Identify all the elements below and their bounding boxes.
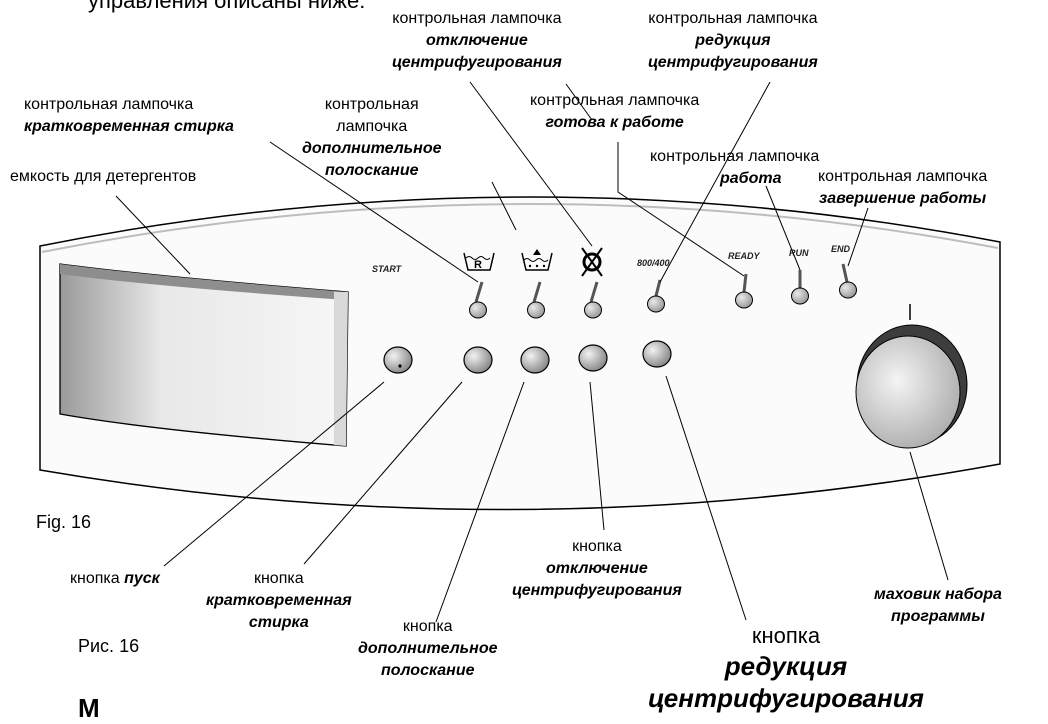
lamp-run: [791, 270, 809, 305]
start-panel-label: START: [372, 264, 403, 274]
speed-panel-label: 800/400: [637, 258, 670, 268]
spin-reduce-button[interactable]: [642, 340, 672, 368]
figure-caption-ru: Рис. 16: [78, 636, 140, 656]
top-text-fragment: управления описаны ниже:: [88, 0, 366, 13]
quick-wash-button[interactable]: [463, 346, 493, 374]
callout-extra-rinse-button: кнопка дополнительное полоскание: [358, 618, 498, 679]
callout-end-lamp: контрольная лампочка завершение работы: [818, 168, 988, 207]
callout-quick-wash-button: кнопка кратковременная стирка: [206, 570, 352, 631]
callout-no-spin-button: кнопка отключение центрифугирования: [512, 538, 682, 599]
figure-caption-en: Fig. 16: [36, 512, 92, 532]
program-selector-knob[interactable]: [855, 304, 968, 449]
lamp-ready: [735, 273, 753, 309]
callout-detergent-drawer: емкость для детергентов: [10, 168, 197, 185]
callout-spin-reduce-lamp: контрольная лампочка редукция центрифуги…: [648, 10, 818, 71]
run-panel-label: RUN: [789, 248, 809, 258]
callout-run-lamp-bold: работа: [720, 170, 782, 187]
callout-program-knob: маховик набора программы: [874, 586, 1002, 625]
callout-extra-rinse-lamp: контрольная лампочка дополнительное поло…: [302, 96, 442, 179]
lamp-spin-reduce: [647, 279, 665, 313]
lamp-extra-rinse: [527, 281, 545, 319]
lamp-end: [839, 263, 857, 299]
leader-lines: [115, 81, 949, 623]
panel-bevel: [41, 203, 999, 253]
callout-quick-wash-lamp: контрольная лампочка кратковременная сти…: [24, 96, 234, 135]
washing-machine-panel-diagram: START 800/400 READY RUN END R: [39, 81, 1001, 623]
extra-rinse-icon: [521, 249, 553, 271]
svg-text:R: R: [474, 259, 482, 271]
lamp-quick-wash: [469, 281, 487, 319]
callout-start-button: кнопка пуск: [70, 570, 160, 587]
end-panel-label: END: [831, 244, 851, 254]
callout-ready-lamp: контрольная лампочка готова к работе: [530, 92, 700, 131]
ready-panel-label: READY: [728, 251, 761, 261]
detergent-drawer: [59, 263, 349, 447]
callout-no-spin-lamp: контрольная лампочка отключение центрифу…: [392, 10, 562, 71]
no-spin-icon: [581, 247, 603, 277]
start-button[interactable]: [383, 346, 413, 374]
extra-rinse-button[interactable]: [520, 346, 550, 374]
callout-run-lamp: контрольная лампочка: [650, 148, 820, 165]
lamp-no-spin: [584, 281, 602, 319]
no-spin-button[interactable]: [578, 344, 608, 372]
callout-spin-reduce-button: кнопка редукция центрифугирования: [648, 623, 924, 713]
quick-wash-icon: R: [463, 252, 495, 271]
